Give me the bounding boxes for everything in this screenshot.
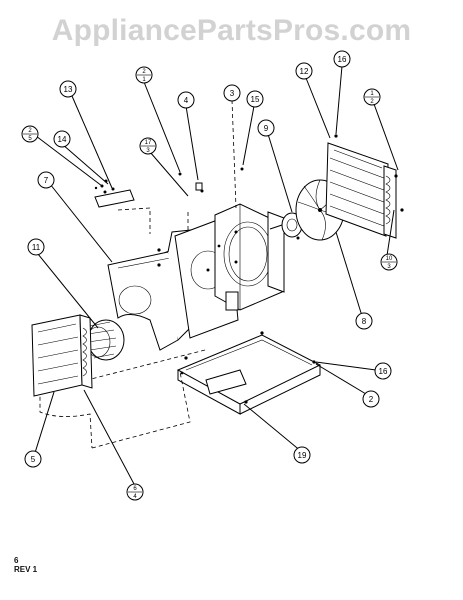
part-5-evaporator-coil bbox=[31, 314, 93, 397]
callout-15-label: 15 bbox=[251, 95, 260, 104]
part-11-blower-wheel bbox=[85, 319, 125, 361]
callout-6-4-denominator: 4 bbox=[133, 494, 137, 500]
callout-7: 7 bbox=[37, 171, 55, 189]
callout-2-5: 2 5 bbox=[21, 125, 39, 143]
page-number: 6 bbox=[14, 556, 19, 565]
callout-11: 11 bbox=[27, 238, 45, 256]
part-12-condenser-coil bbox=[325, 134, 404, 239]
callout-13-label: 13 bbox=[64, 85, 73, 94]
watermark: AppliancePartsPros.com bbox=[51, 14, 412, 47]
callout-2: 2 bbox=[362, 390, 380, 408]
callout-2-1-numerator: 2 bbox=[142, 69, 146, 75]
callout-15: 15 bbox=[246, 90, 264, 108]
callout-10-3: 10 3 bbox=[380, 253, 398, 271]
callout-6-4: 6 4 bbox=[126, 483, 144, 501]
callout-8: 8 bbox=[355, 312, 373, 330]
callout-16-top-label: 16 bbox=[338, 55, 347, 64]
callout-1-2-denominator: 2 bbox=[370, 99, 374, 105]
callout-4: 4 bbox=[177, 91, 195, 109]
callout-3-label: 3 bbox=[230, 89, 235, 98]
callout-16-right: 16 bbox=[374, 362, 392, 380]
callout-7-label: 7 bbox=[44, 176, 49, 185]
callout-19: 19 bbox=[293, 446, 311, 464]
part-13-bracket bbox=[94, 187, 135, 208]
callout-11-label: 11 bbox=[32, 243, 41, 252]
callout-17-3-denominator: 3 bbox=[146, 148, 150, 154]
callout-10-3-numerator: 10 bbox=[386, 256, 393, 262]
callout-14: 14 bbox=[53, 130, 71, 148]
callout-3: 3 bbox=[223, 84, 241, 102]
revision-label: REV 1 bbox=[14, 565, 38, 574]
callout-14-label: 14 bbox=[58, 135, 67, 144]
part-19-base-pan bbox=[176, 331, 322, 415]
callout-9-label: 9 bbox=[264, 124, 269, 133]
screws bbox=[94, 167, 244, 190]
callout-2-5-denominator: 5 bbox=[28, 136, 32, 142]
callout-8-label: 8 bbox=[362, 317, 367, 326]
callout-17-3: 17 3 bbox=[139, 137, 157, 155]
callout-2-label: 2 bbox=[369, 395, 374, 404]
callout-9: 9 bbox=[257, 119, 275, 137]
callout-5: 5 bbox=[24, 450, 42, 468]
callout-2-1-denominator: 1 bbox=[142, 77, 146, 83]
callout-2-5-numerator: 2 bbox=[28, 128, 32, 134]
callout-1-2-numerator: 1 bbox=[370, 91, 374, 97]
callout-12-label: 12 bbox=[300, 67, 309, 76]
leader-lines bbox=[33, 65, 399, 485]
callout-17-3-numerator: 17 bbox=[145, 140, 152, 146]
callout-5-label: 5 bbox=[31, 455, 36, 464]
fan-shroud-panel bbox=[214, 203, 285, 311]
callouts: 13 14 2 5 2 1 4 17 3 3 bbox=[21, 50, 398, 501]
callout-4-label: 4 bbox=[184, 96, 189, 105]
callout-16-top: 16 bbox=[333, 50, 351, 68]
callout-16-right-label: 16 bbox=[379, 367, 388, 376]
callout-1-2: 1 2 bbox=[363, 88, 381, 106]
callout-6-4-numerator: 6 bbox=[133, 486, 137, 492]
callout-10-3-denominator: 3 bbox=[387, 264, 391, 270]
callout-19-label: 19 bbox=[298, 451, 307, 460]
callout-13: 13 bbox=[59, 80, 77, 98]
callout-12: 12 bbox=[295, 62, 313, 80]
callout-2-1: 2 1 bbox=[135, 66, 153, 84]
